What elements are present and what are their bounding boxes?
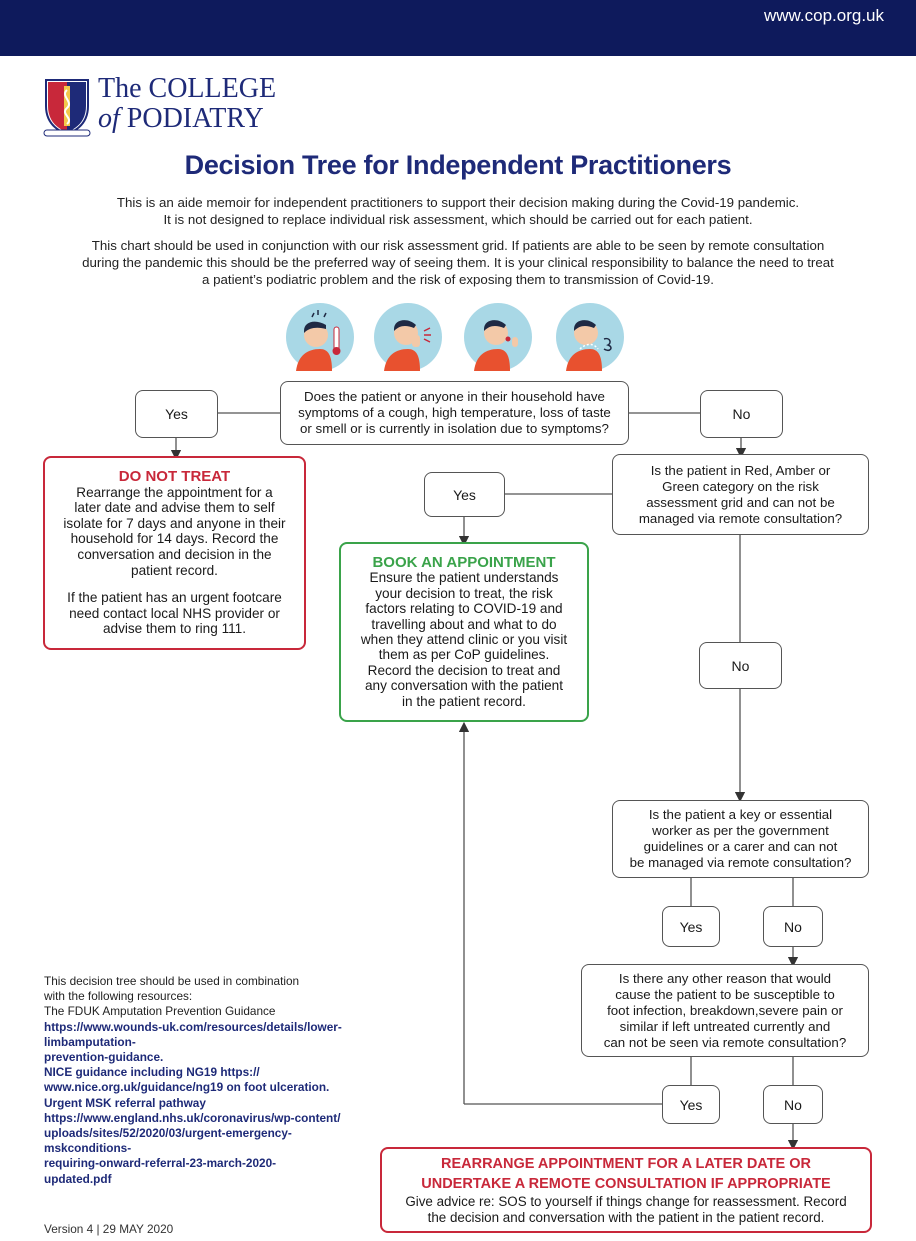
question-symptoms: Does the patient or anyone in their hous… [280, 381, 629, 445]
answer-no-other-reason: No [763, 1085, 823, 1124]
answer-yes-key-worker: Yes [662, 906, 720, 947]
do-not-treat-title: DO NOT TREAT [118, 468, 231, 486]
intro-paragraph-1: This is an aide memoir for independent p… [116, 195, 800, 227]
answer-yes-other-reason: Yes [662, 1085, 720, 1124]
logo-text-line2: of PODIATRY [98, 103, 264, 134]
college-crest-icon [43, 79, 91, 137]
question-other-reason: Is there any other reason that would cau… [581, 964, 869, 1057]
website-link[interactable]: www.cop.org.uk [764, 6, 884, 25]
rearrange-appointment-box: REARRANGE APPOINTMENT FOR A LATER DATE O… [380, 1147, 872, 1233]
version-label: Version 4 | 29 MAY 2020 [44, 1222, 174, 1236]
fduk-guidance-link[interactable]: https://www.wounds-uk.com/resources/deta… [44, 1019, 342, 1034]
answer-yes-risk-category: Yes [424, 472, 505, 517]
logo-text-line1: The COLLEGE [98, 73, 277, 104]
question-key-worker: Is the patient a key or essential worker… [612, 800, 869, 878]
resources-list: This decision tree should be used in com… [44, 974, 354, 1187]
page-title: Decision Tree for Independent Practition… [184, 150, 732, 180]
do-not-treat-box: DO NOT TREAT Rearrange the appointment f… [43, 456, 306, 650]
header-bar [0, 0, 916, 56]
nice-guidance-link[interactable]: NICE guidance including NG19 https:// [44, 1065, 260, 1080]
breathing-difficulty-icon [556, 303, 624, 371]
answer-no-symptoms: No [700, 390, 783, 438]
high-temperature-icon [286, 303, 354, 371]
question-risk-category: Is the patient in Red, Amber or Green ca… [612, 454, 869, 535]
answer-yes-symptoms: Yes [135, 390, 218, 438]
answer-no-risk-category: No [699, 642, 782, 689]
cough-icon [374, 303, 442, 371]
book-appointment-box: BOOK AN APPOINTMENT Ensure the patient u… [339, 542, 589, 722]
book-appointment-title: BOOK AN APPOINTMENT [372, 553, 556, 571]
loss-of-taste-icon [464, 303, 532, 371]
intro-paragraph-2: This chart should be used in conjunction… [82, 238, 834, 287]
msk-referral-link[interactable]: https://www.england.nhs.uk/coronavirus/w… [44, 1110, 341, 1125]
answer-no-key-worker: No [763, 906, 823, 947]
